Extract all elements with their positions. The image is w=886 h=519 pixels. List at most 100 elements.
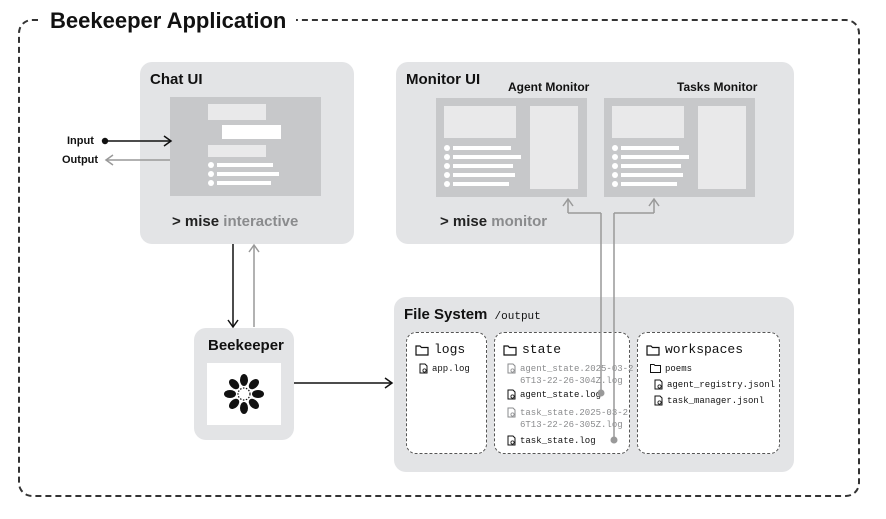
chat-to-beekeeper-arrow bbox=[227, 244, 239, 329]
list-bullet bbox=[444, 145, 450, 151]
list-bullet bbox=[208, 171, 214, 177]
beekeeper-logo-icon bbox=[224, 374, 264, 414]
folder-icon bbox=[503, 344, 517, 356]
file-task-state-archive[interactable]: task_state.2025-03-2 6T13-22-26-305Z.log bbox=[507, 407, 628, 431]
list-bullet bbox=[444, 154, 450, 160]
file-name: agent_registry.jsonl bbox=[667, 380, 776, 390]
file-name-line: 6T13-22-26-304Z.log bbox=[520, 376, 623, 386]
monitor-block bbox=[612, 106, 684, 138]
chat-command-soft: interactive bbox=[219, 213, 299, 230]
file-icon bbox=[654, 395, 663, 406]
file-system-path: /output bbox=[494, 311, 541, 323]
workspaces-folder-name: workspaces bbox=[665, 342, 744, 357]
list-bullet bbox=[444, 163, 450, 169]
file-task-manager[interactable]: task_manager.jsonl bbox=[654, 395, 764, 407]
list-bullet bbox=[612, 154, 618, 160]
chat-bubble bbox=[208, 104, 266, 120]
list-line bbox=[621, 146, 679, 150]
list-line bbox=[217, 181, 271, 185]
tasks-monitor-window bbox=[604, 98, 755, 197]
agent-monitor-window bbox=[436, 98, 587, 197]
input-label: Input bbox=[67, 135, 94, 147]
file-icon bbox=[507, 363, 516, 374]
file-name: agent_state.log bbox=[520, 390, 602, 400]
file-agent-state-log[interactable]: agent_state.log bbox=[507, 389, 601, 401]
state-folder-box: state agent_state.2025-03-2 6T13-22-26-30… bbox=[494, 332, 633, 454]
list-line bbox=[453, 155, 521, 159]
task-state-to-monitor-arrow bbox=[610, 197, 660, 444]
output-label: Output bbox=[62, 154, 99, 166]
state-folder[interactable]: state bbox=[503, 342, 561, 357]
monitor-sidebar bbox=[698, 106, 746, 189]
workspaces-folder[interactable]: workspaces bbox=[646, 342, 743, 357]
file-app-log[interactable]: app.log bbox=[419, 363, 470, 375]
list-bullet bbox=[444, 181, 450, 187]
list-bullet bbox=[208, 162, 214, 168]
beekeeper-to-filesystem-arrow bbox=[294, 377, 394, 389]
monitor-ui-title: Monitor UI bbox=[406, 71, 481, 88]
list-bullet bbox=[612, 181, 618, 187]
list-line bbox=[217, 163, 273, 167]
file-icon bbox=[507, 435, 516, 446]
list-line bbox=[621, 182, 677, 186]
list-bullet bbox=[612, 172, 618, 178]
file-agent-state-archive[interactable]: agent_state.2025-03-2 6T13-22-26-304Z.log bbox=[507, 363, 633, 387]
list-line bbox=[621, 164, 681, 168]
chat-command-main: > mise bbox=[172, 213, 220, 230]
application-title: Beekeeper Application bbox=[40, 8, 297, 34]
file-name: app.log bbox=[432, 364, 470, 374]
folder-icon bbox=[650, 364, 661, 373]
logs-folder[interactable]: logs bbox=[415, 342, 465, 357]
agent-state-to-monitor-arrow bbox=[562, 197, 605, 397]
list-line bbox=[621, 155, 689, 159]
folder-icon bbox=[646, 344, 660, 356]
list-line bbox=[453, 173, 515, 177]
monitor-block bbox=[444, 106, 516, 138]
file-icon bbox=[507, 407, 516, 418]
beekeeper-to-chat-arrow bbox=[248, 243, 260, 327]
file-name: task_manager.jsonl bbox=[667, 396, 765, 406]
file-name-line: 6T13-22-26-305Z.log bbox=[520, 420, 623, 430]
chat-command: > mise interactive bbox=[172, 213, 298, 230]
list-line bbox=[453, 164, 513, 168]
file-icon bbox=[419, 363, 428, 374]
chat-ui-panel: Chat UI > mise interactive bbox=[140, 62, 354, 244]
list-line bbox=[217, 172, 279, 176]
list-bullet bbox=[612, 163, 618, 169]
state-folder-name: state bbox=[522, 342, 562, 357]
tasks-monitor-label: Tasks Monitor bbox=[677, 80, 758, 94]
list-line bbox=[453, 182, 509, 186]
poems-folder[interactable]: poems bbox=[650, 363, 692, 375]
chat-bubble bbox=[222, 125, 281, 139]
list-bullet bbox=[208, 180, 214, 186]
chat-bubble bbox=[208, 145, 266, 157]
file-system-label: File System bbox=[404, 306, 488, 323]
chat-ui-title: Chat UI bbox=[150, 71, 203, 88]
monitor-command: > mise monitor bbox=[440, 213, 547, 230]
list-line bbox=[453, 146, 511, 150]
file-agent-registry[interactable]: agent_registry.jsonl bbox=[654, 379, 775, 391]
file-icon bbox=[507, 389, 516, 400]
agent-monitor-label: Agent Monitor bbox=[508, 80, 590, 94]
folder-icon bbox=[415, 344, 429, 356]
output-arrow bbox=[104, 154, 170, 166]
logs-folder-box: logs app.log bbox=[406, 332, 487, 454]
file-name: task_state.log bbox=[520, 436, 596, 446]
file-system-title: File System /output bbox=[404, 306, 541, 323]
monitor-sidebar bbox=[530, 106, 578, 189]
logs-folder-name: logs bbox=[434, 342, 466, 357]
file-task-state-log[interactable]: task_state.log bbox=[507, 435, 596, 447]
monitor-command-soft: monitor bbox=[487, 213, 548, 230]
file-name-line: task_state.2025-03-2 bbox=[520, 408, 629, 418]
folder-name: poems bbox=[665, 364, 693, 374]
file-name-line: agent_state.2025-03-2 bbox=[520, 364, 634, 374]
list-bullet bbox=[444, 172, 450, 178]
workspaces-folder-box: workspaces poems agent_registry.jsonl ta… bbox=[637, 332, 780, 454]
application-frame bbox=[18, 19, 860, 497]
input-arrow bbox=[101, 135, 173, 147]
chat-window bbox=[170, 97, 321, 196]
beekeeper-logo bbox=[207, 363, 281, 425]
beekeeper-panel: Beekeeper bbox=[194, 328, 294, 440]
monitor-command-main: > mise bbox=[440, 213, 488, 230]
